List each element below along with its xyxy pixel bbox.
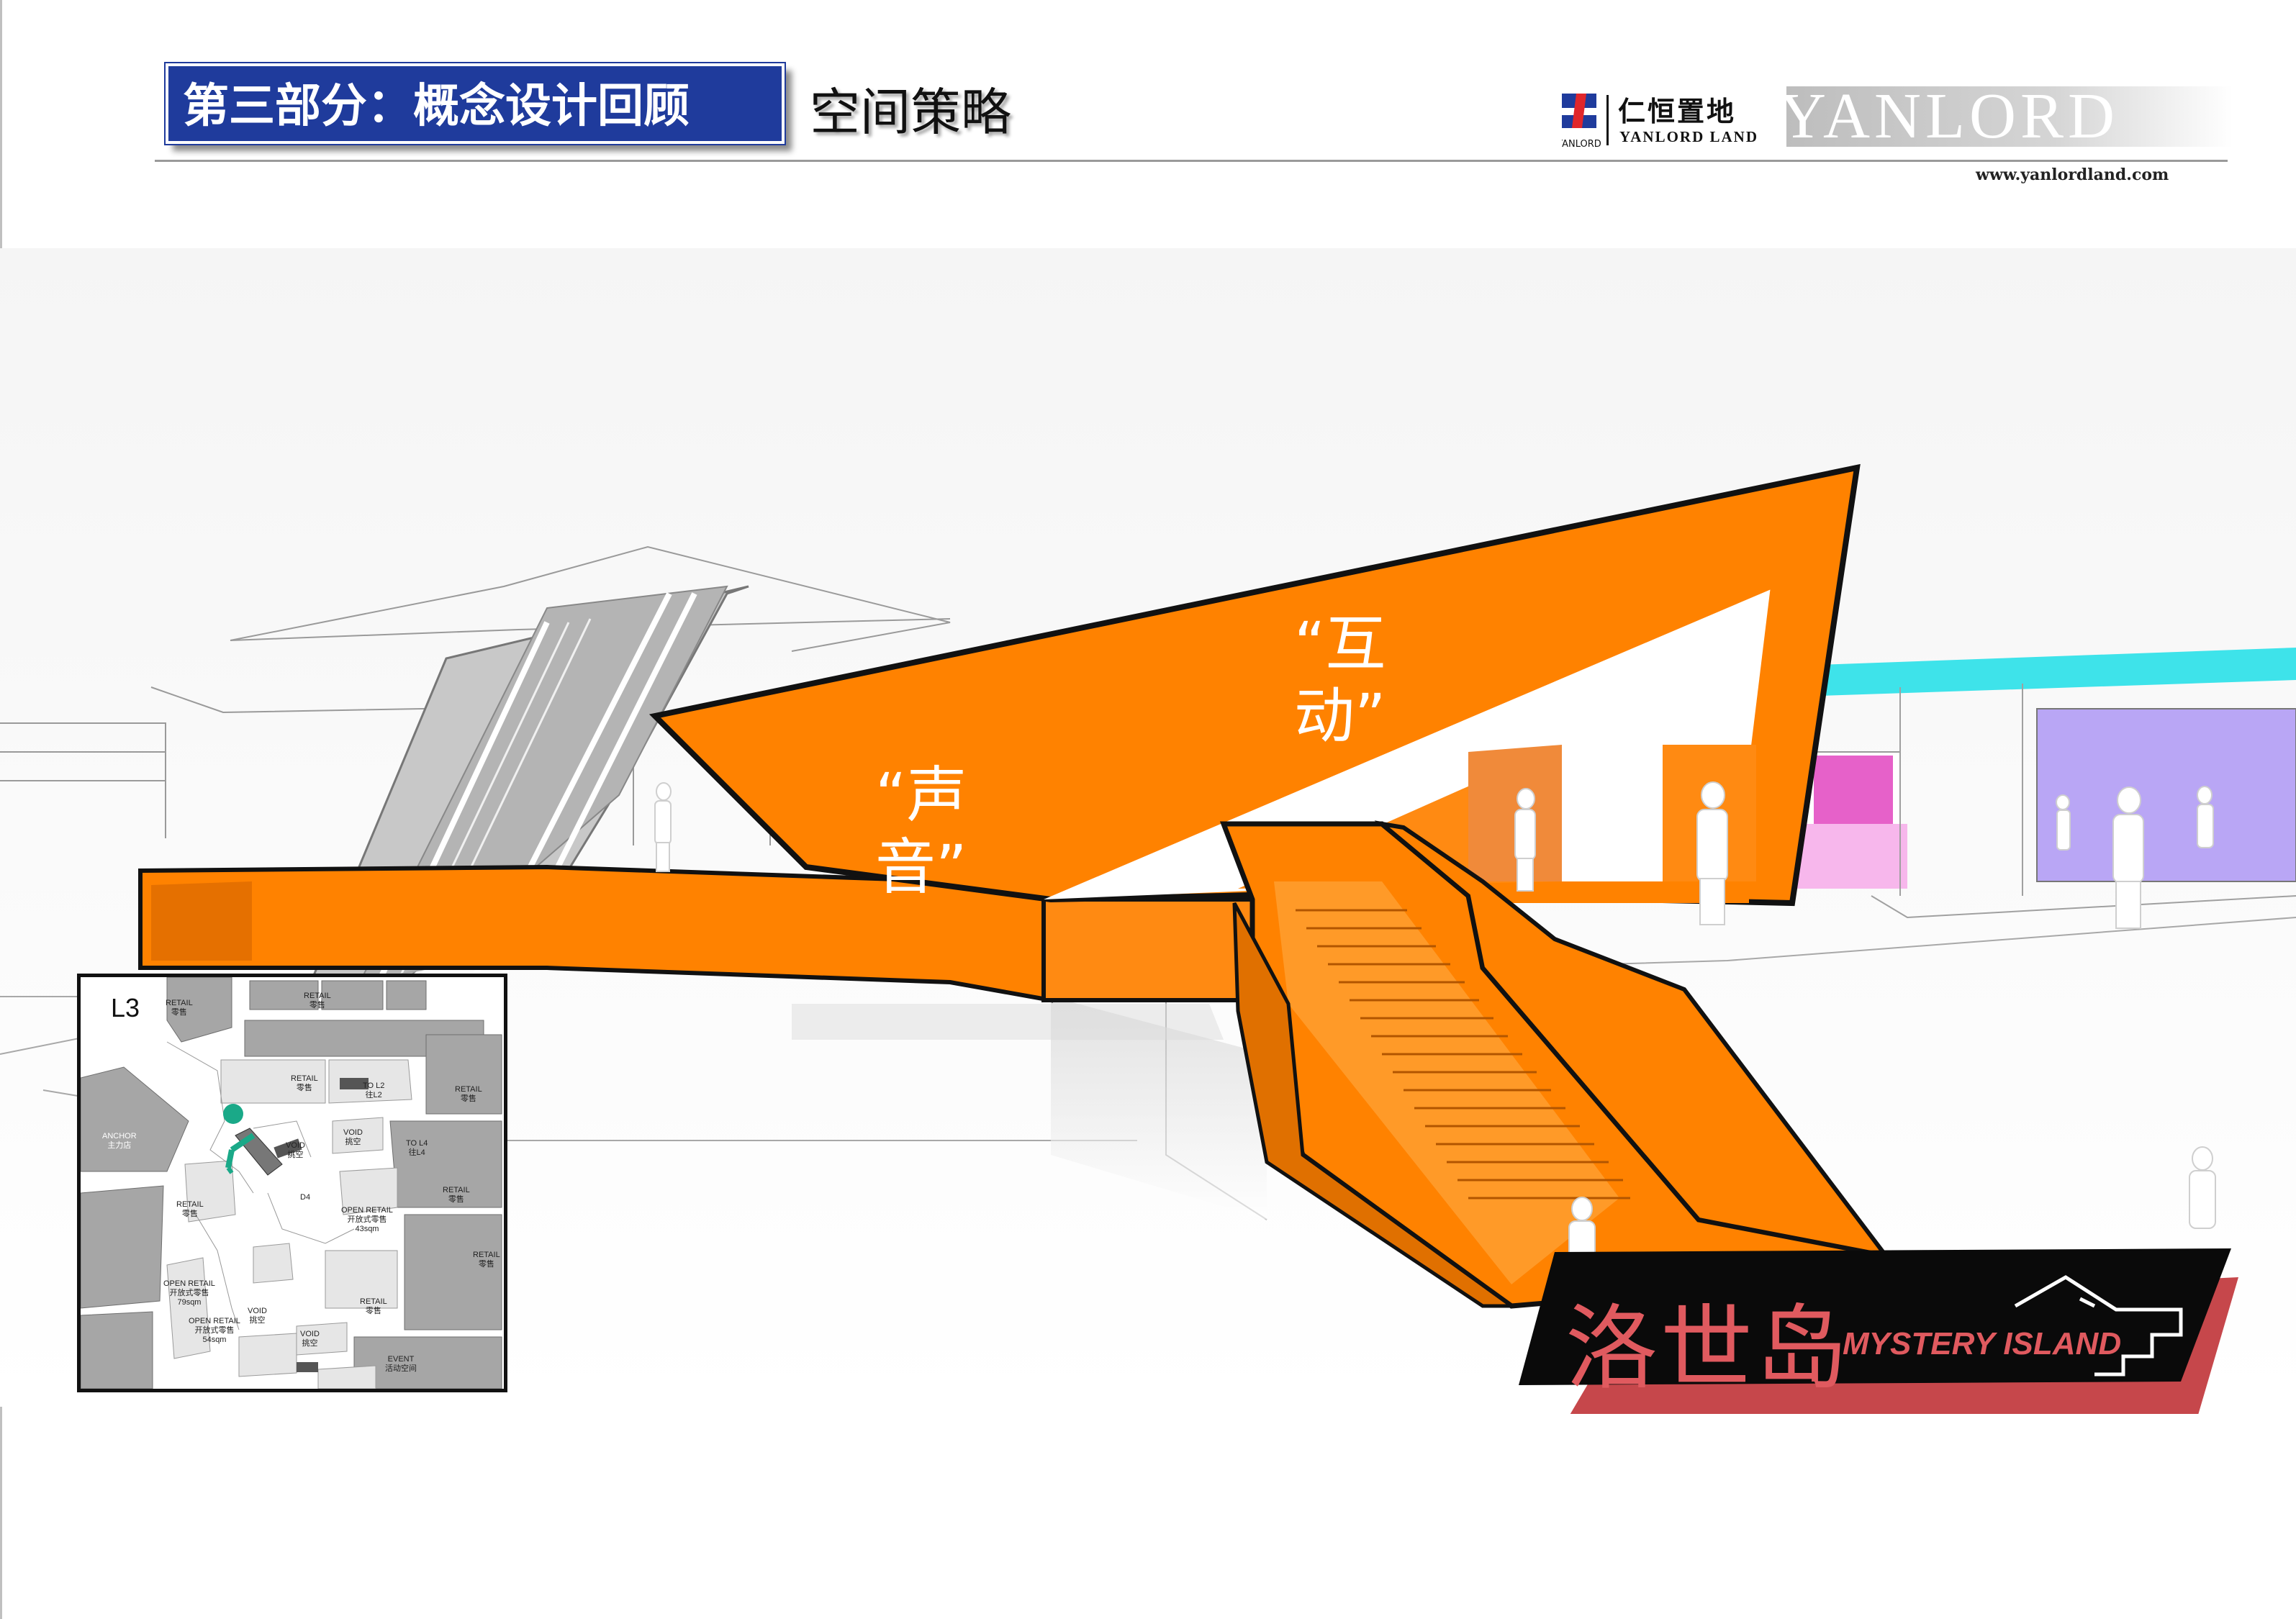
plan-label: RETAIL 零售: [166, 999, 193, 1017]
plan-label: VOID 挑空: [343, 1128, 363, 1146]
plan-label: RETAIL 零售: [455, 1085, 482, 1103]
brand-name-cn: 洛世岛: [1565, 1295, 1851, 1402]
website-url: www.yanlordland.com: [1976, 165, 2169, 184]
plan-label: ANCHOR 主力店: [102, 1132, 137, 1150]
brand-badge-shape: [1519, 1248, 2238, 1428]
plan-label: RETAIL 零售: [304, 992, 331, 1010]
plan-label: RETAIL 零售: [360, 1297, 387, 1315]
floor-level-label: L3: [111, 993, 140, 1022]
plan-label: VOID 挑空: [300, 1330, 320, 1348]
plan-label: VOID 挑空: [286, 1141, 305, 1159]
plan-label: OPEN RETAIL 开放式零售 54sqm: [189, 1317, 240, 1344]
plan-label: D4: [300, 1193, 311, 1202]
plan-label: RETAIL 零售: [473, 1251, 500, 1269]
stairs-island-icon: [2014, 1275, 2183, 1377]
logo-wordmark: YANLORD: [1779, 81, 2120, 152]
plan-label: RETAIL 零售: [443, 1186, 470, 1204]
brand-name-en: MYSTERY ISLAND: [1843, 1326, 2122, 1361]
logo-en-name: YANLORD LAND: [1619, 128, 1758, 145]
atrium-render-drawing: [0, 248, 2296, 1407]
logo-mark-caption: YANLORD: [1562, 139, 1601, 150]
company-logo: YANLORD 仁恒置地 YANLORD LAND YANLORD: [1556, 82, 2233, 154]
header-divider: [155, 160, 2228, 162]
plan-label: OPEN RETAIL 开放式零售 43sqm: [341, 1206, 393, 1233]
location-marker-icon: [223, 1104, 243, 1124]
brand-badge: [1519, 1248, 2238, 1428]
logo-cn-name: 仁恒置地: [1618, 95, 1737, 127]
plan-label: RETAIL 零售: [291, 1074, 318, 1092]
logo-wordmark-band: [1786, 86, 2233, 147]
floor-plan-minimap: L3 RETAIL 零售 RETAIL 零售 RETAIL 零售 TO L2 往…: [77, 974, 507, 1392]
label-interaction: “互 动”: [1294, 609, 1386, 751]
plan-label: TO L4 往L4: [406, 1139, 428, 1157]
plan-label: RETAIL 零售: [176, 1200, 204, 1218]
plan-label: TO L2 往L2: [363, 1081, 385, 1099]
floor-plan-drawing: [81, 977, 504, 1389]
label-sound: “声 音”: [875, 760, 967, 902]
plan-label: OPEN RETAIL 开放式零售 79sqm: [163, 1279, 215, 1307]
plan-label: EVENT 活动空间: [385, 1355, 417, 1373]
yanlord-logo-mark-icon: YANLORD: [1556, 94, 1609, 150]
plan-label: VOID 挑空: [248, 1307, 267, 1325]
sub-title: 空间策略: [810, 83, 1011, 142]
section-label: 第三部分：概念设计回顾: [164, 62, 786, 145]
